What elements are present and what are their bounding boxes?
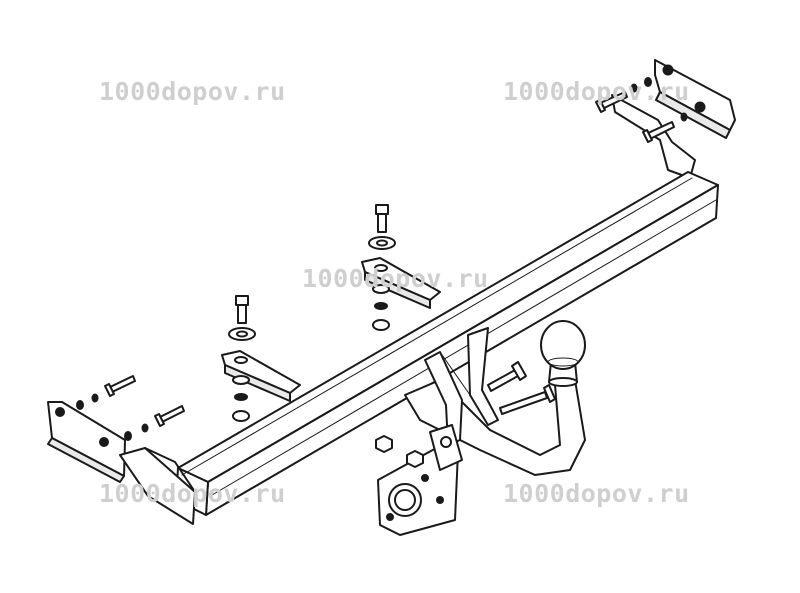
middle-bracket-bolt-left — [229, 296, 255, 340]
middle-bracket-bolt-right — [369, 205, 395, 249]
plate-nuts — [233, 285, 389, 421]
left-bracket-bolts — [76, 376, 184, 441]
socket-bracket — [378, 425, 462, 535]
right-bracket-bolts — [596, 77, 688, 142]
right-mounting-bracket — [612, 60, 735, 178]
socket-nuts — [376, 436, 423, 467]
main-cross-beam — [176, 172, 718, 515]
middle-support-plate-right — [362, 258, 440, 308]
tow-ball — [541, 321, 585, 386]
left-mounting-bracket — [48, 402, 195, 524]
hitch-bolts — [488, 362, 555, 414]
hitch-mounting-plate — [425, 328, 498, 445]
middle-support-plate-left — [222, 351, 300, 401]
